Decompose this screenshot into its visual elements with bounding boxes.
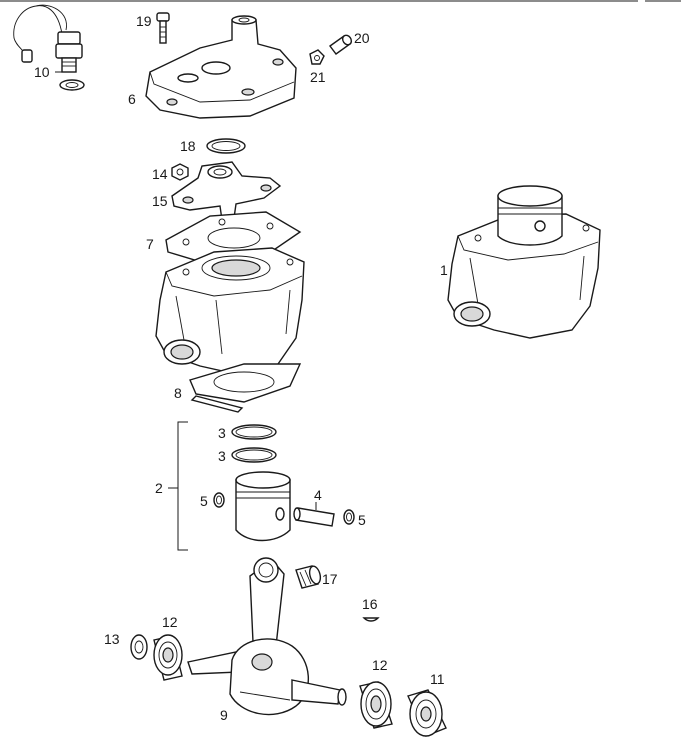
bearing-12-left bbox=[153, 634, 183, 681]
callout-6: 6 bbox=[128, 91, 136, 107]
callout-18: 18 bbox=[180, 138, 196, 154]
flange-15 bbox=[171, 161, 282, 221]
callout-14: 14 bbox=[152, 166, 168, 182]
callout-3a: 3 bbox=[218, 425, 226, 441]
circlip-5a bbox=[213, 492, 225, 508]
callout-13: 13 bbox=[104, 631, 120, 647]
piston-pin-4 bbox=[293, 507, 335, 527]
key-16 bbox=[362, 617, 380, 622]
bearing-12-right bbox=[359, 681, 393, 729]
callout-4: 4 bbox=[314, 487, 322, 503]
nut-14 bbox=[171, 163, 189, 181]
callout-5a: 5 bbox=[200, 493, 208, 509]
callout-12b: 12 bbox=[372, 657, 388, 673]
bolt-19 bbox=[156, 12, 170, 44]
piston-kit-bracket bbox=[168, 421, 188, 551]
base-gasket-8 bbox=[189, 363, 302, 413]
callout-3b: 3 bbox=[218, 448, 226, 464]
piston bbox=[235, 471, 291, 542]
callout-12a: 12 bbox=[162, 614, 178, 630]
callout-17: 17 bbox=[322, 571, 338, 587]
seal-13 bbox=[130, 634, 148, 660]
crankshaft-9 bbox=[187, 557, 347, 716]
nut-21 bbox=[309, 49, 325, 65]
needle-bearing-17 bbox=[295, 565, 322, 589]
callout-19: 19 bbox=[136, 13, 152, 29]
callout-7: 7 bbox=[146, 236, 154, 252]
callout-15: 15 bbox=[152, 193, 168, 209]
callout-5b: 5 bbox=[358, 512, 366, 528]
cylinder-assembly-1 bbox=[447, 185, 601, 339]
circlip-5b bbox=[343, 509, 355, 525]
callout-10: 10 bbox=[34, 64, 50, 80]
callout-9: 9 bbox=[220, 707, 228, 723]
callout-16: 16 bbox=[362, 596, 378, 612]
cylinder-head bbox=[145, 15, 297, 119]
callout-11: 11 bbox=[430, 671, 445, 687]
oil-seal-11 bbox=[407, 689, 447, 737]
o-ring-18 bbox=[206, 138, 246, 154]
callout-20: 20 bbox=[354, 30, 370, 46]
piston-ring-3a bbox=[231, 424, 277, 440]
piston-ring-3b bbox=[231, 447, 277, 463]
callout-2: 2 bbox=[155, 480, 163, 496]
cylinder-exploded bbox=[155, 247, 305, 375]
callout-1: 1 bbox=[440, 262, 448, 278]
sleeve-20 bbox=[329, 34, 353, 55]
temperature-sensor bbox=[13, 4, 85, 91]
callout-21: 21 bbox=[310, 69, 326, 85]
callout-8: 8 bbox=[174, 385, 182, 401]
